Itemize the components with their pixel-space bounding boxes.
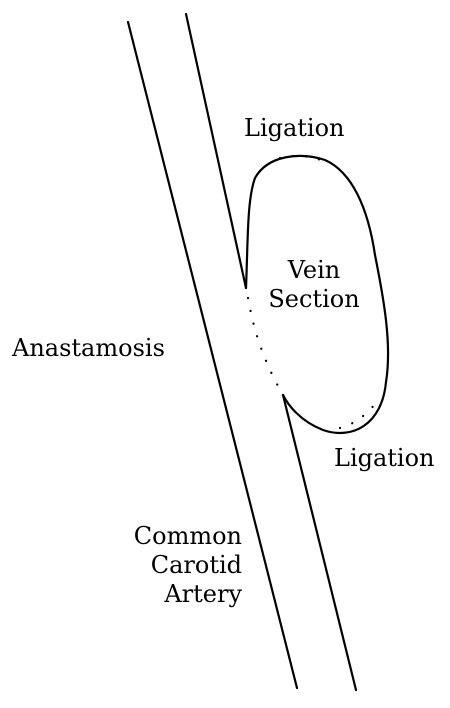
anastamosis-label: Anastamosis [12,334,165,363]
ligation-mark-bottom [340,400,378,428]
artery-right-wall-lower [283,395,356,690]
vein-section-label-line-2: Section [258,285,370,314]
ligation-bottom-label: Ligation [334,444,435,473]
vein-section-label: Vein Section [258,256,370,314]
artery-label-line-1: Common [96,522,242,551]
artery-label-line-3: Artery [96,580,242,609]
ligation-top-label: Ligation [244,114,345,143]
vein-section-label-line-1: Vein [258,256,370,285]
artery-right-wall-upper [186,14,246,288]
artery-label-line-2: Carotid [96,551,242,580]
common-carotid-artery-label: Common Carotid Artery [96,522,242,609]
